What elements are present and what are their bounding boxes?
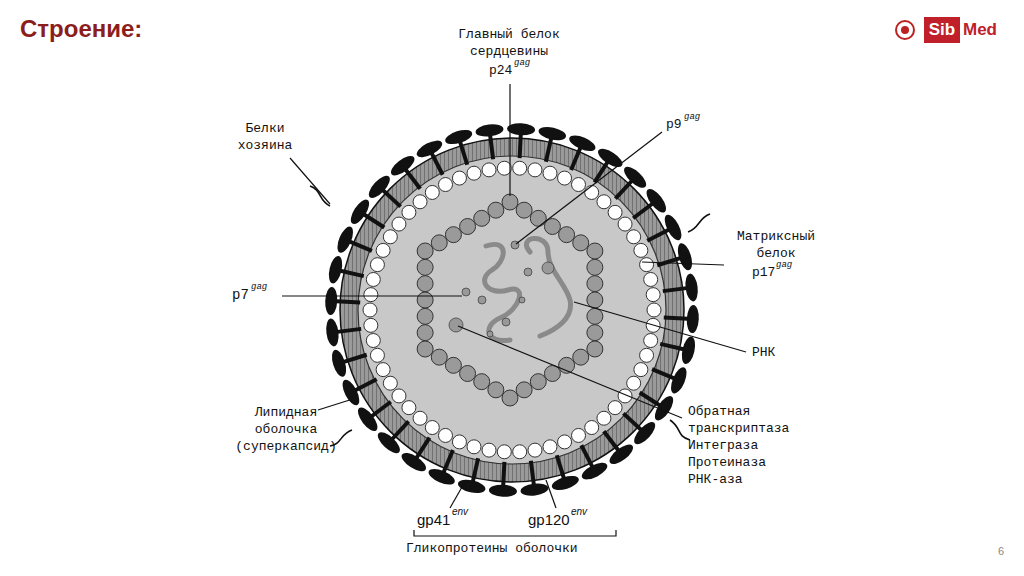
part-label: gp41 — [417, 511, 450, 528]
part-label: Белки хозяина — [228, 120, 302, 154]
part-label: Гликопротеины оболочки — [406, 540, 578, 557]
part-label: p9 — [666, 116, 682, 133]
part-label: Протеиназа — [688, 454, 766, 471]
part-label: Главный белок сердцевины — [445, 26, 573, 60]
superscript: gag — [514, 58, 530, 68]
superscript: gag — [251, 282, 267, 292]
page-number: 6 — [998, 543, 1004, 560]
part-label: p7 — [232, 287, 249, 304]
superscript: gag — [684, 112, 700, 122]
part-label: p17 — [752, 264, 775, 281]
logo-text: Sib — [924, 17, 960, 43]
logo-text: Med — [963, 17, 997, 43]
logo-box — [924, 17, 960, 43]
superscript: env — [571, 507, 587, 517]
part-label: Матриксный белок — [724, 228, 828, 262]
part-label: p24 — [489, 62, 512, 79]
part-label: РНК — [752, 344, 775, 361]
part-label: gp120 — [528, 511, 570, 528]
logo-emblem — [896, 21, 914, 39]
superscript: gag — [776, 260, 792, 270]
superscript: env — [452, 507, 468, 517]
part-label: Липидная оболочка (суперкапсид) — [228, 404, 344, 455]
part-label: Обратная транскриптаза — [688, 403, 800, 437]
slide-title: Строение: — [20, 14, 142, 44]
part-label: Интеграза — [688, 437, 758, 454]
part-label: РНК-аза — [688, 471, 743, 488]
